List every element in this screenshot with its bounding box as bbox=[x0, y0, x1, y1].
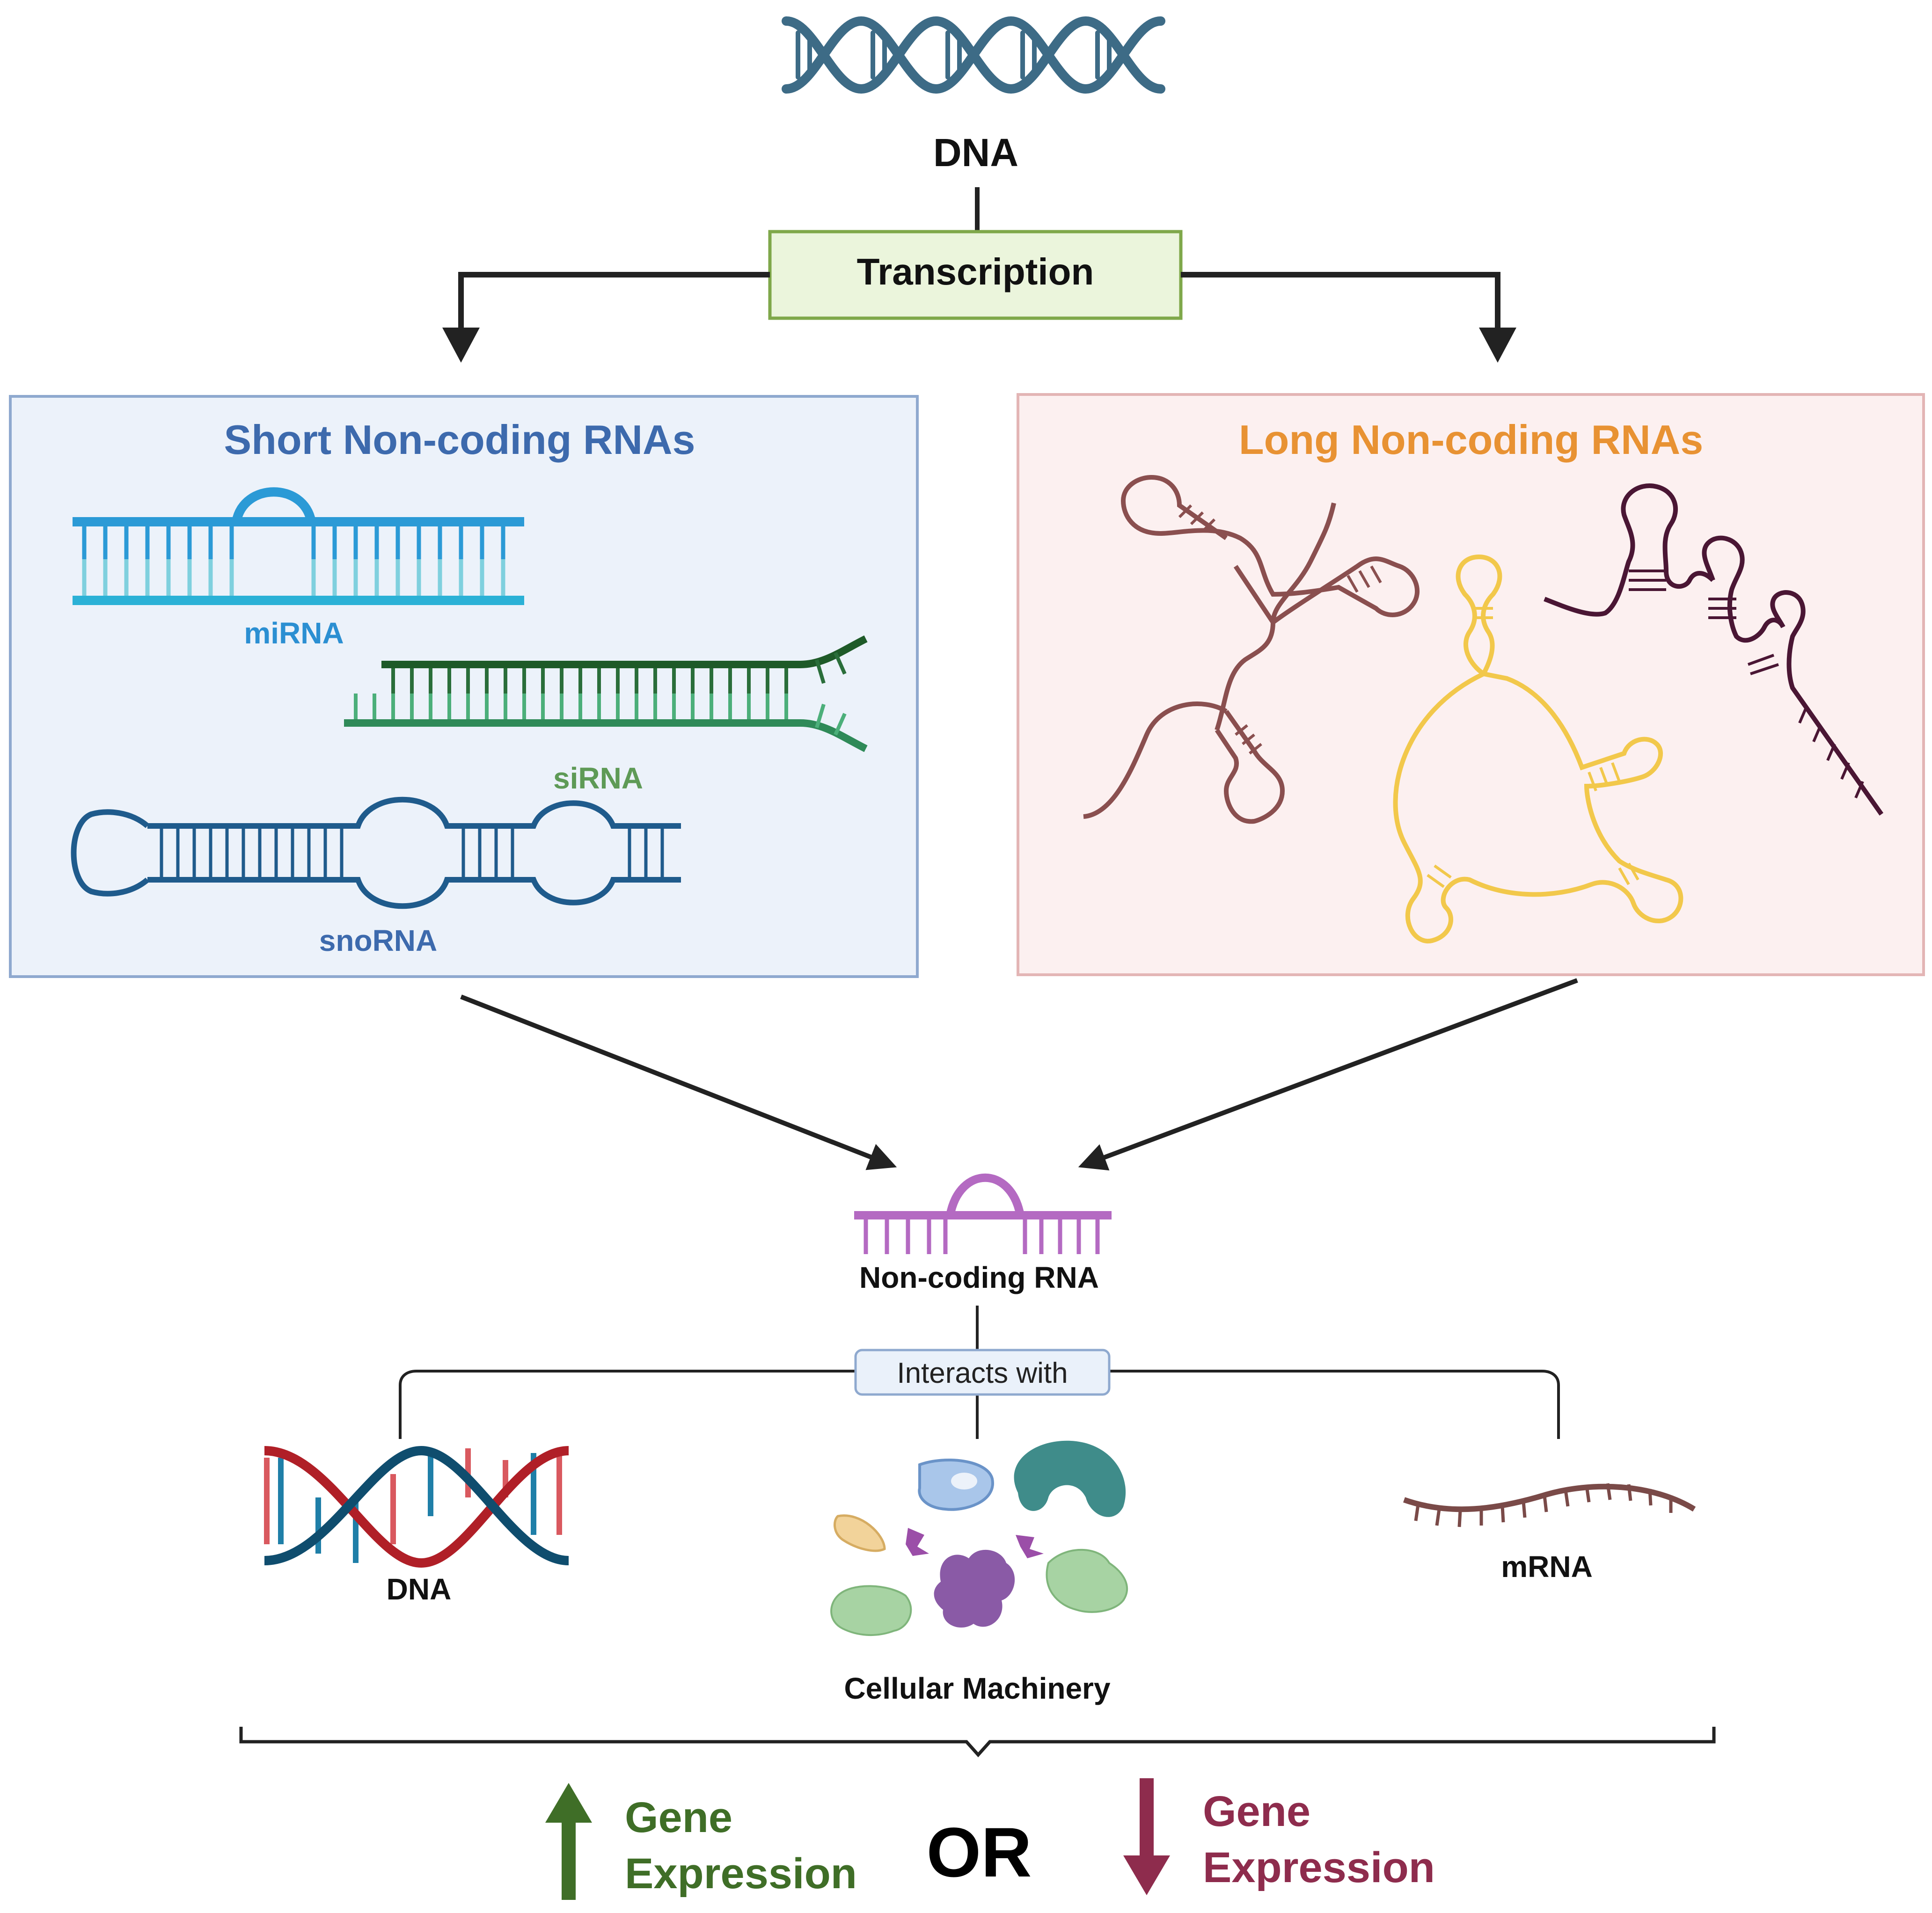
mrna-strand-icon bbox=[1403, 1483, 1696, 1527]
snorna-label: snoRNA bbox=[319, 924, 437, 957]
machinery-label: Cellular Machinery bbox=[844, 1672, 1111, 1705]
lncrna-icon bbox=[1083, 475, 1884, 944]
short-ncrna-panel bbox=[9, 395, 919, 978]
mirna-icon bbox=[73, 487, 524, 605]
ncrna-label: Non-coding RNA bbox=[859, 1261, 1099, 1294]
transcription-right-arrow bbox=[1181, 272, 1500, 328]
transcription-left-arrowhead bbox=[442, 328, 480, 363]
sirna-label: siRNA bbox=[553, 761, 643, 795]
long-ncrna-title: Long Non-coding RNAs bbox=[1239, 416, 1703, 463]
ncrna-icon bbox=[854, 1173, 1112, 1254]
or-label: OR bbox=[927, 1813, 1032, 1891]
snorna-icon bbox=[71, 796, 681, 909]
short-to-ncrna-arrow bbox=[460, 994, 897, 1170]
down-expression-label: Expression bbox=[1203, 1844, 1435, 1891]
dna-helix-icon bbox=[782, 16, 1165, 94]
interacts-label: Interacts with bbox=[897, 1357, 1068, 1389]
sirna-icon bbox=[344, 635, 868, 752]
down-gene-label: Gene bbox=[1203, 1788, 1310, 1835]
mirna-label: miRNA bbox=[244, 616, 344, 650]
transcription-left-arrow bbox=[458, 272, 770, 328]
down-arrow-icon bbox=[1123, 1778, 1170, 1895]
interacts-box bbox=[854, 1349, 1111, 1396]
protein-cluster-icon bbox=[830, 1440, 1128, 1636]
long-ncrna-panel bbox=[1017, 393, 1925, 976]
mrna-label: mRNA bbox=[1501, 1550, 1593, 1584]
up-arrow-icon bbox=[545, 1783, 592, 1900]
long-to-ncrna-arrow bbox=[1078, 978, 1578, 1171]
transcription-label: Transcription bbox=[857, 251, 1094, 292]
outcome-brace bbox=[239, 1727, 1716, 1758]
up-gene-label: Gene bbox=[625, 1794, 732, 1841]
target-dna-label: DNA bbox=[387, 1572, 452, 1606]
transcription-right-arrowhead bbox=[1479, 328, 1516, 363]
transcription-box bbox=[768, 230, 1183, 320]
up-expression-label: Expression bbox=[625, 1850, 857, 1898]
top-dna-label: DNA bbox=[933, 131, 1018, 175]
short-ncrna-title: Short Non-coding RNAs bbox=[224, 416, 695, 463]
dna-double-helix-icon bbox=[264, 1446, 569, 1568]
